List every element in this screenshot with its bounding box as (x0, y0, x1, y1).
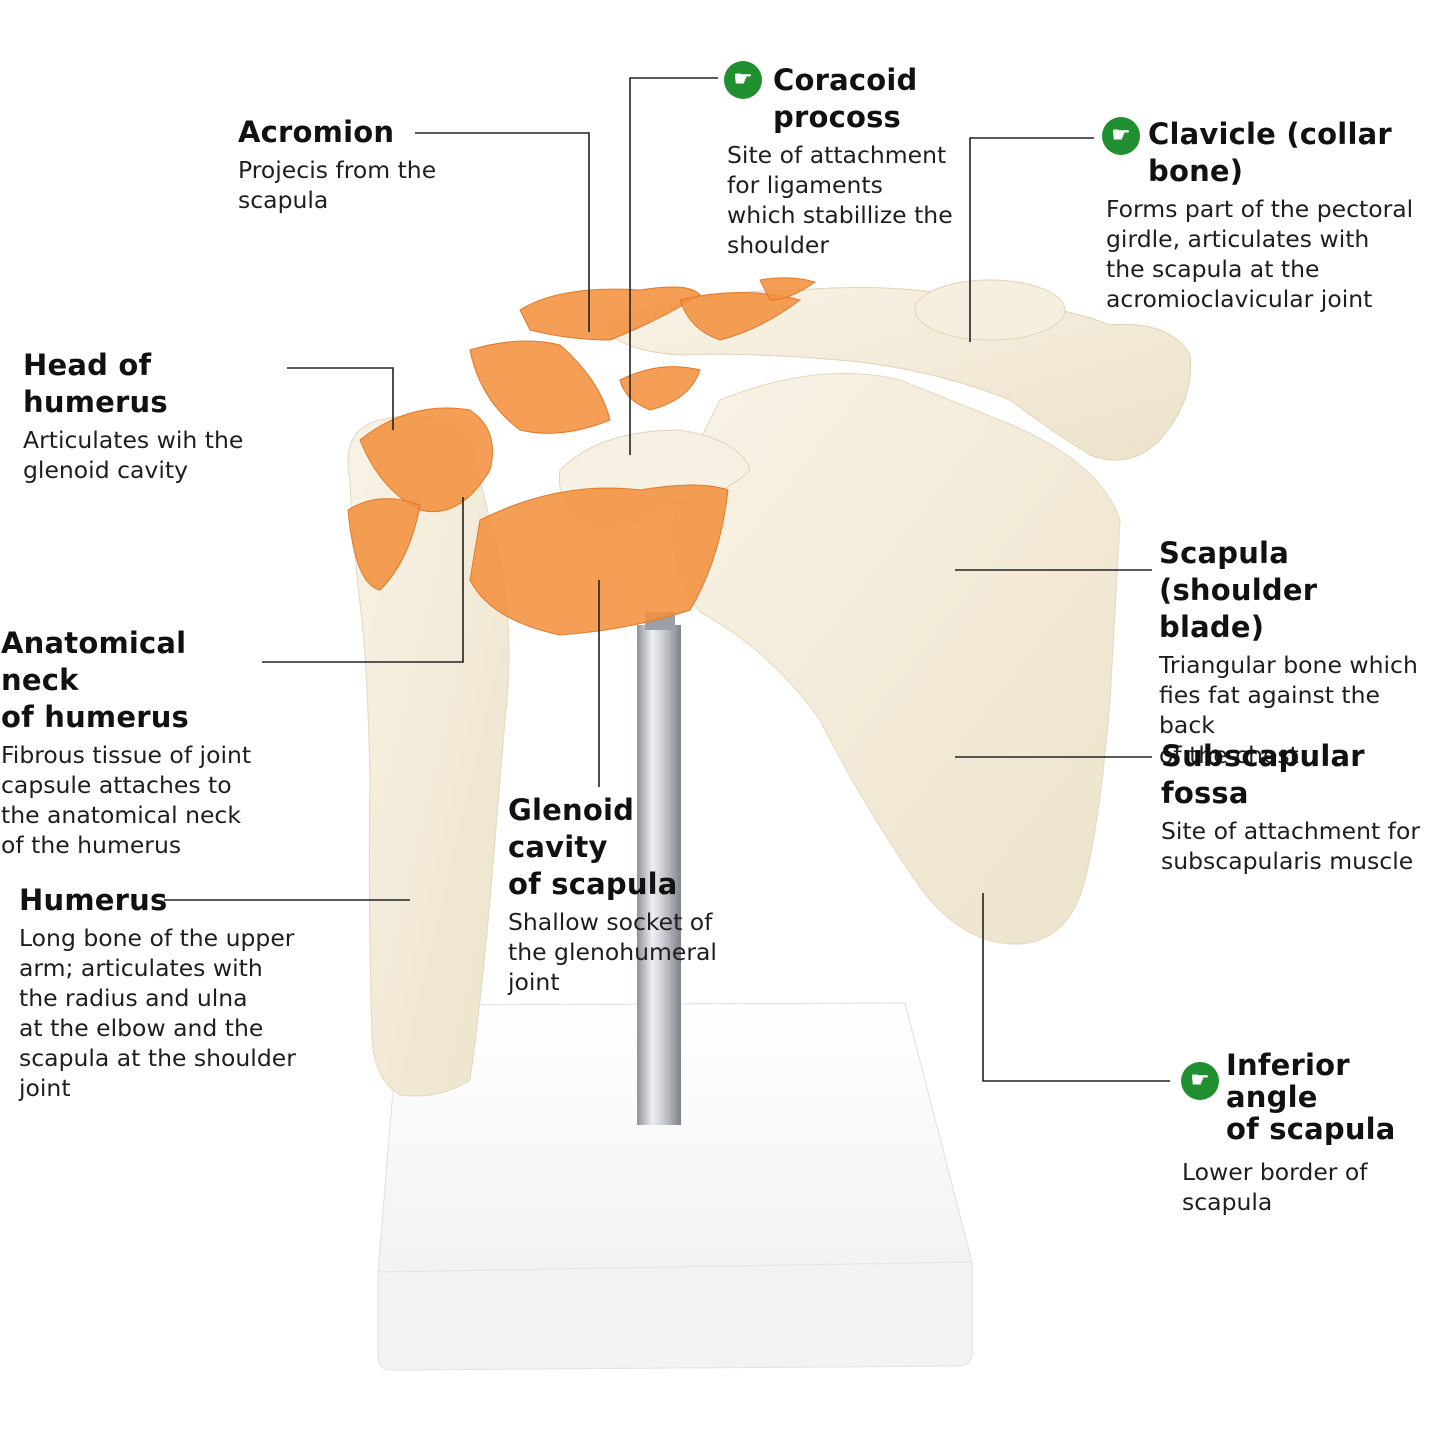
anatomical-neck-title: Anatomical neck of humerus (1, 626, 190, 734)
leader-inferior-angle (982, 893, 1170, 1082)
glenoid-desc: Shallow socket of the glenohumeral joint (508, 908, 717, 996)
glenoid-title: Glenoid cavity of scapula (508, 793, 678, 901)
head-humerus-desc: Articulates wih the glenoid cavity (23, 426, 244, 484)
humerus-title: Humerus (19, 883, 168, 917)
label-clavicle: Clavicle (collar bone) Forms part of the… (1106, 116, 1426, 314)
inferior-angle-desc: Lower border of scapula (1182, 1158, 1368, 1216)
acromion-desc: Projecis from the scapula (238, 156, 437, 214)
anatomical-neck-desc: Fibrous tissue of joint capsule attaches… (1, 741, 252, 859)
scapula-bone (672, 372, 1121, 945)
label-head-of-humerus: Head of humerus Articulates wih the glen… (23, 347, 293, 485)
pointing-hand-icon: ☛ (1181, 1062, 1219, 1100)
label-anatomical-neck: Anatomical neck of humerus Fibrous tissu… (1, 625, 263, 860)
coracoid-title: Coracoid procoss (773, 63, 918, 134)
leader-acromion (415, 132, 590, 332)
label-subscapular-fossa: Subscapular fossa Site of attachment for… (1161, 738, 1431, 876)
subscapular-desc: Site of attachment for subscapularis mus… (1161, 817, 1420, 875)
humerus-desc: Long bone of the upper arm; articulates … (19, 924, 296, 1102)
clavicle-title: Clavicle (collar bone) (1148, 117, 1392, 188)
scapula-title: Scapula (shoulder blade) (1159, 536, 1318, 644)
label-glenoid-cavity: Glenoid cavity of scapula Shallow socket… (508, 792, 738, 997)
head-humerus-title: Head of humerus (23, 348, 168, 419)
coracoid-desc: Site of attachment for ligaments which s… (727, 141, 953, 259)
label-scapula: Scapula (shoulder blade) Triangular bone… (1159, 535, 1431, 770)
pointing-hand-icon: ☛ (724, 61, 762, 99)
label-coracoid: Coracoid procoss Site of attachment for … (727, 62, 1047, 260)
leader-anatomical-neck (262, 497, 464, 663)
subscapular-title: Subscapular fossa (1161, 739, 1365, 810)
label-inferior-angle: Inferior angle of scapula Lower border o… (1182, 1049, 1431, 1217)
inferior-angle-title: Inferior angle of scapula (1226, 1048, 1396, 1146)
pointing-hand-icon: ☛ (1102, 117, 1140, 155)
stand-base (377, 1002, 973, 1371)
ligaments (347, 277, 817, 636)
clavicle-desc: Forms part of the pectoral girdle, artic… (1106, 195, 1414, 313)
label-acromion: Acromion Projecis from the scapula (238, 114, 498, 215)
acromion-title: Acromion (238, 115, 395, 149)
stand-rod (637, 612, 681, 1125)
leader-coracoid (629, 77, 718, 455)
leader-clavicle (969, 137, 1094, 342)
label-humerus: Humerus Long bone of the upper arm; arti… (19, 882, 309, 1103)
scapula-desc: Triangular bone which fies fat against t… (1159, 651, 1418, 769)
leader-head-humerus (287, 367, 394, 430)
